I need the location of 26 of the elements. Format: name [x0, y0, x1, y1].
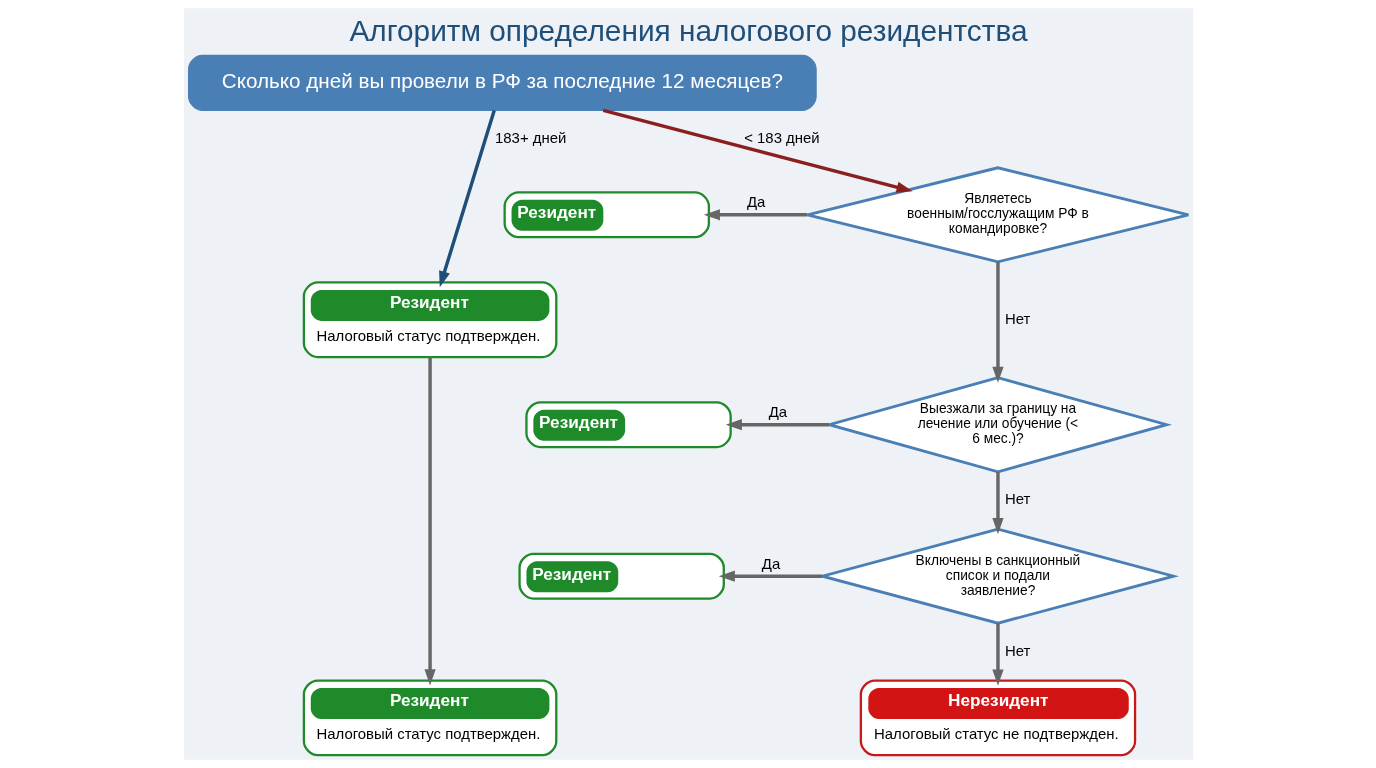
edge-label: Нет	[1004, 310, 1030, 327]
arrow	[725, 419, 829, 431]
node-box: Сколько дней вы провели в РФ за последние 12 месяцев?	[187, 54, 817, 111]
diagram-title: Алгоритм определения налогового резидентства	[348, 14, 1028, 48]
edge-label: Да	[746, 194, 765, 211]
node-box: Нерезидент Налоговый статус не подтвержден.	[859, 679, 1136, 757]
arrow	[703, 209, 807, 221]
node-box: Резидент Налоговый статус подтвержден.	[302, 281, 557, 359]
node-box: Резидент	[524, 401, 732, 449]
arrow	[423, 357, 436, 686]
node-diamond: Являетесь военным/госслужащим РФ в командировке?	[805, 166, 1190, 264]
arrow	[718, 570, 822, 582]
node-box: Резидент Налоговый статус подтвержден.	[302, 679, 557, 757]
arrow	[602, 108, 913, 193]
arrow	[991, 262, 1004, 383]
node-box: Резидент	[517, 552, 725, 600]
arrow	[991, 471, 1004, 535]
arrow	[438, 109, 496, 288]
edge-label: Нет	[1004, 642, 1030, 659]
edge-label: Нет	[1004, 491, 1030, 508]
node-box: Резидент	[503, 191, 710, 239]
edge-label: Да	[761, 555, 780, 572]
arrow	[991, 623, 1004, 686]
edge-label: < 183 дней	[743, 129, 820, 146]
edge-label: 183+ дней	[494, 129, 566, 146]
edge-label: Да	[768, 404, 787, 421]
